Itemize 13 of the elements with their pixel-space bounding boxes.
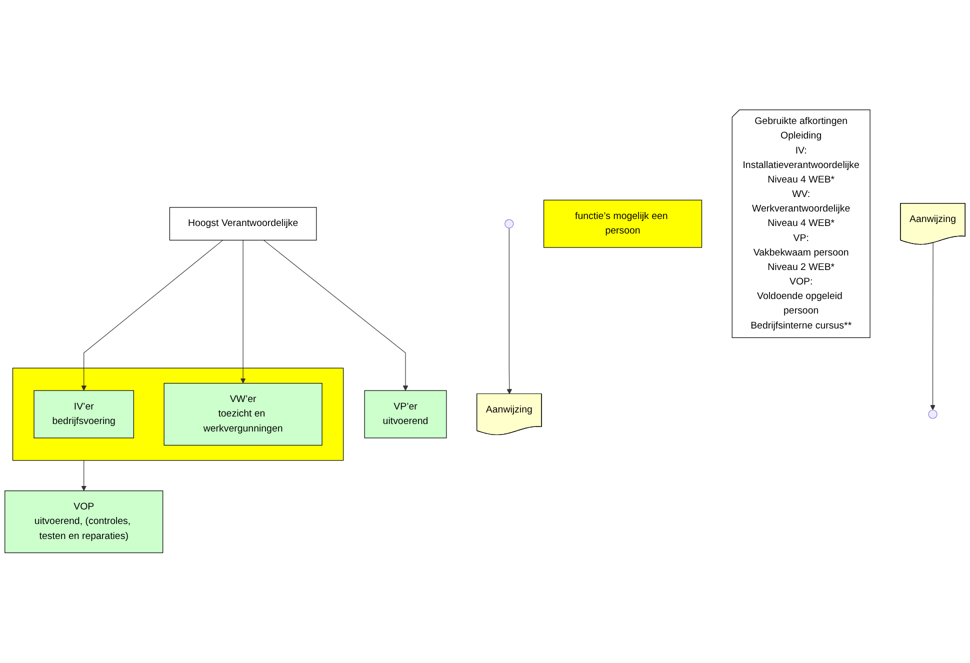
node-box: VOP uitvoerend, (controles, testen en reparaties) xyxy=(4,490,164,554)
arrow xyxy=(506,228,512,394)
arrow xyxy=(263,240,408,391)
arrow xyxy=(240,240,246,384)
arrow xyxy=(81,240,224,391)
node-box: VP’er uitvoerend xyxy=(364,390,447,438)
node-box: VW’er toezicht en werkvergunningen xyxy=(164,383,322,446)
cluster xyxy=(12,368,344,461)
arrow xyxy=(81,460,87,492)
node-box: functie’s mogelijk een persoon xyxy=(543,200,702,248)
node-box: IV’er bedrijfsvoering xyxy=(34,390,134,438)
node-box: Hoogst Verantwoordelijke xyxy=(169,207,317,241)
arrow xyxy=(930,242,936,410)
